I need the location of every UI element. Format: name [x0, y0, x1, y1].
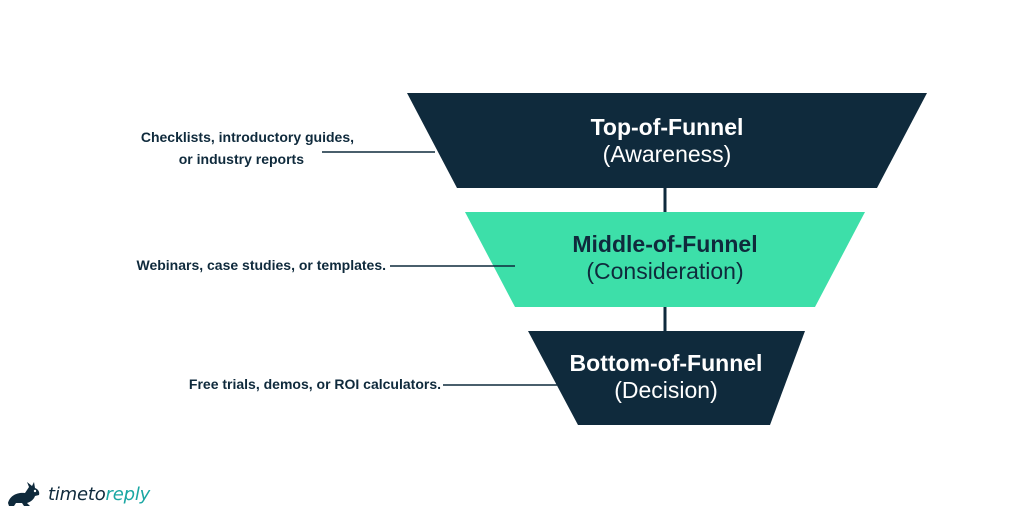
annotation-middle: Webinars, case studies, or templates.: [46, 255, 386, 277]
annotation-line: Webinars, case studies, or templates.: [136, 257, 386, 273]
annotation-bottom: Free trials, demos, or ROI calculators.: [101, 374, 441, 396]
stage-title: Bottom-of-Funnel: [569, 350, 763, 376]
annotation-line: Checklists, introductory guides,: [140, 129, 354, 145]
stage-subtitle: (Consideration): [586, 258, 744, 285]
annotation-top: Checklists, introductory guides, or indu…: [54, 127, 354, 170]
brand-logo: timetoreply: [6, 480, 150, 508]
funnel-stage-middle: [465, 212, 865, 307]
stage-title: Top-of-Funnel: [590, 114, 744, 140]
stage-label-top: Top-of-Funnel (Awareness): [517, 114, 817, 168]
rabbit-icon: [8, 482, 40, 506]
stage-label-bottom: Bottom-of-Funnel (Decision): [526, 350, 806, 404]
stage-subtitle: (Decision): [614, 377, 718, 404]
stage-label-middle: Middle-of-Funnel (Consideration): [515, 231, 815, 285]
funnel-stage-top: [407, 93, 927, 188]
annotation-line: Free trials, demos, or ROI calculators.: [188, 376, 441, 392]
brand-name-part1: timeto: [48, 483, 106, 505]
brand-name: timetoreply: [48, 484, 150, 505]
brand-name-part2: reply: [105, 483, 151, 505]
funnel-stage-bottom: [528, 331, 805, 425]
annotation-line: or industry reports: [178, 150, 304, 167]
stage-subtitle: (Awareness): [602, 141, 732, 168]
stage-title: Middle-of-Funnel: [572, 231, 758, 257]
